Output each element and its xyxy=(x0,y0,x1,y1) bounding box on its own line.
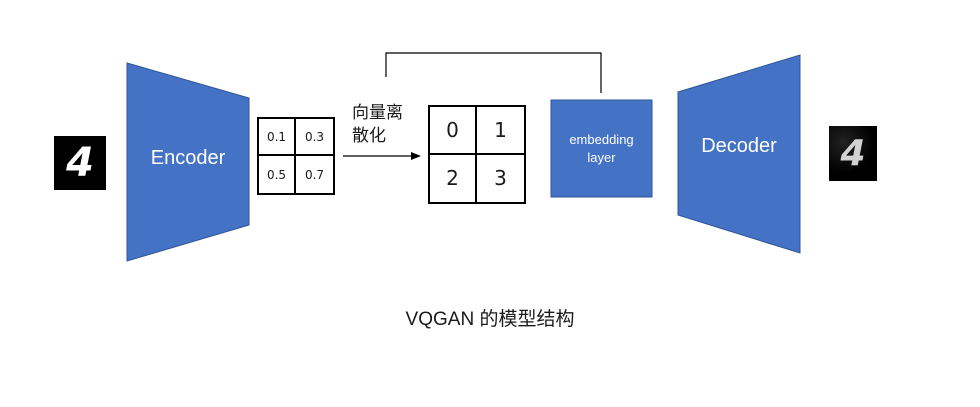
code-index-grid: 0 1 2 3 xyxy=(428,105,526,204)
quantize-label-line2: 散化 xyxy=(352,126,386,146)
input-digit-glyph: 4 xyxy=(66,140,94,186)
code-cell: 1 xyxy=(477,107,524,155)
code-cell: 2 xyxy=(430,154,477,202)
quantize-label-line1: 向量离 xyxy=(352,103,403,123)
latent-grid: 0.1 0.3 0.5 0.7 xyxy=(257,117,335,195)
latent-cell: 0.5 xyxy=(259,156,296,193)
latent-cell: 0.3 xyxy=(296,119,333,156)
embedding-label-line2: layer xyxy=(587,150,616,165)
output-digit-image: 4 xyxy=(829,126,877,181)
decoder-block xyxy=(677,54,801,254)
embedding-label-line1: embedding xyxy=(569,132,634,147)
diagram-caption: VQGAN 的模型结构 xyxy=(405,309,575,330)
embedding-layer-label: embedding layer xyxy=(551,131,652,167)
encoder-label: Encoder xyxy=(150,147,226,169)
decoder-label: Decoder xyxy=(701,135,777,157)
quantize-arrow-head xyxy=(411,152,421,160)
embedding-layer-block xyxy=(550,99,653,198)
code-cell: 0 xyxy=(430,107,477,155)
latent-cell: 0.7 xyxy=(304,167,325,182)
latent-cell: 0.1 xyxy=(259,119,296,156)
input-digit-image: 4 xyxy=(54,136,106,190)
output-digit-glyph: 4 xyxy=(840,133,866,174)
skip-connection-line xyxy=(385,52,602,93)
code-cell: 3 xyxy=(494,166,507,191)
encoder-block xyxy=(126,62,250,262)
quantize-label: 向量离 散化 xyxy=(352,102,403,148)
